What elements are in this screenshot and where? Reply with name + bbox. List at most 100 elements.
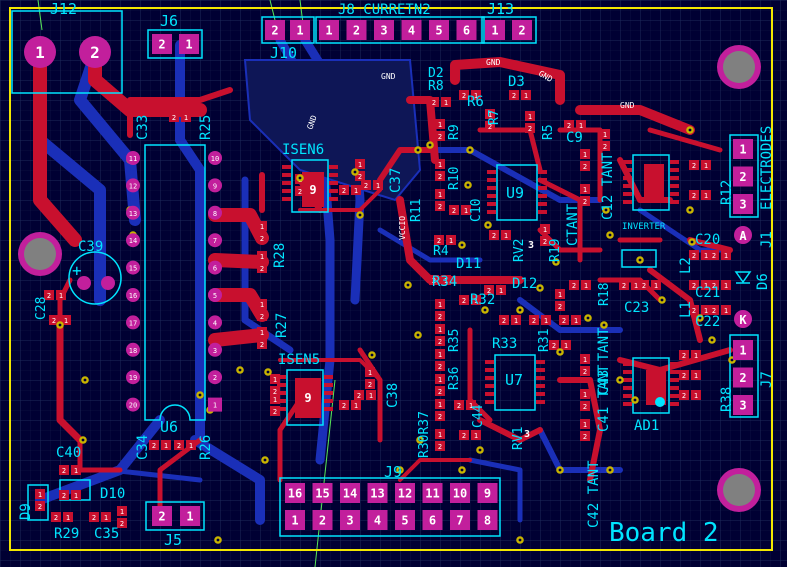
u6-pin[interactable]: 11	[126, 151, 140, 165]
j9-pin[interactable]: 12	[395, 483, 415, 503]
j9-pin[interactable]: 2	[312, 510, 333, 530]
u6-pin[interactable]: 6	[208, 260, 222, 275]
smd-pad-pair[interactable]: 12	[355, 159, 365, 181]
j6-pin[interactable]: 1	[179, 34, 199, 54]
u6-pin[interactable]: 2	[208, 370, 222, 385]
j10-pin[interactable]: 1	[290, 20, 310, 40]
j8-pin[interactable]: 4	[401, 20, 422, 40]
smd-pad-pair[interactable]: 12	[600, 129, 610, 151]
smd-pad-pair[interactable]: 12	[257, 221, 267, 243]
u6-pin[interactable]: 10	[208, 151, 222, 165]
u6-pin[interactable]: 4	[208, 315, 222, 330]
j9-pin[interactable]: 16	[285, 483, 305, 503]
j9-pin[interactable]: 14	[340, 483, 360, 503]
u6-pin[interactable]: 9	[208, 178, 222, 193]
smd-pad-pair[interactable]: 12	[435, 159, 445, 181]
u6-pin[interactable]: 19	[126, 370, 140, 385]
j7-pin[interactable]: 3	[733, 395, 753, 415]
u6-pin[interactable]: 1	[208, 397, 222, 412]
smd-pad-pair[interactable]: 12	[580, 354, 590, 376]
j9-pin[interactable]: 9	[477, 483, 498, 503]
j9-pin[interactable]: 15	[312, 483, 333, 503]
electrodes-pin[interactable]: 3	[733, 194, 753, 214]
j9-pin[interactable]: 7	[450, 510, 470, 530]
smd-pad-pair[interactable]: 12	[35, 489, 45, 511]
j8-pin[interactable]: 6	[456, 20, 477, 40]
j8-pin[interactable]: 5	[429, 20, 449, 40]
u6-pin[interactable]: 14	[126, 233, 140, 248]
j8-pin[interactable]: 3	[374, 20, 394, 40]
j6-pin[interactable]: 2	[152, 34, 172, 54]
smd-pad-pair[interactable]: 12	[435, 189, 445, 211]
smd-pad-pair[interactable]: 12	[257, 327, 267, 349]
j9-pin[interactable]: 4	[367, 510, 388, 530]
smd-pad-pair[interactable]: 12	[257, 299, 267, 321]
smd-pad-pair[interactable]: 12	[435, 399, 445, 421]
smd-pad-pair[interactable]: 12	[435, 119, 445, 141]
smd-pad-pair[interactable]: 12	[435, 299, 445, 321]
smd-pad-pair[interactable]: 12	[580, 389, 590, 411]
u6-pin[interactable]: 17	[126, 315, 140, 330]
j5-pin[interactable]: 1	[180, 506, 200, 526]
u6-pin[interactable]: 13	[126, 205, 140, 220]
j8-pin[interactable]: 1	[319, 20, 339, 40]
smd-pad-pair[interactable]: 12	[270, 394, 280, 416]
smd-pad-pair[interactable]: 12	[117, 506, 127, 528]
smd-pad-pair[interactable]: 12	[580, 149, 590, 171]
u6-pin[interactable]: 12	[126, 178, 140, 193]
j10-pin[interactable]: 2	[265, 20, 285, 40]
j12-pads[interactable]: 1 2	[24, 36, 111, 68]
smd-pad-pair[interactable]: 12	[270, 374, 280, 396]
electrodes-pin[interactable]: 2	[733, 166, 753, 187]
j13-pin[interactable]: 1	[485, 20, 505, 40]
u6-pin[interactable]: 5	[208, 288, 222, 302]
smd-pad-pair[interactable]: 12	[485, 109, 495, 131]
j5-pin[interactable]: 2	[152, 506, 172, 526]
j9-pin[interactable]: 1	[285, 510, 305, 530]
u6-pin[interactable]: 16	[126, 288, 140, 302]
j8-pin[interactable]: 2	[346, 20, 367, 40]
j9-pin[interactable]: 10	[450, 483, 470, 503]
u6-pin[interactable]: 20	[126, 397, 140, 412]
j9-pin[interactable]: 11	[422, 483, 443, 503]
u6-pin[interactable]: 7	[208, 233, 222, 248]
j9-pin[interactable]: 13	[367, 483, 388, 503]
smd-pad-pair[interactable]: 12	[555, 289, 565, 311]
j1-pads[interactable]: A K	[734, 226, 752, 328]
